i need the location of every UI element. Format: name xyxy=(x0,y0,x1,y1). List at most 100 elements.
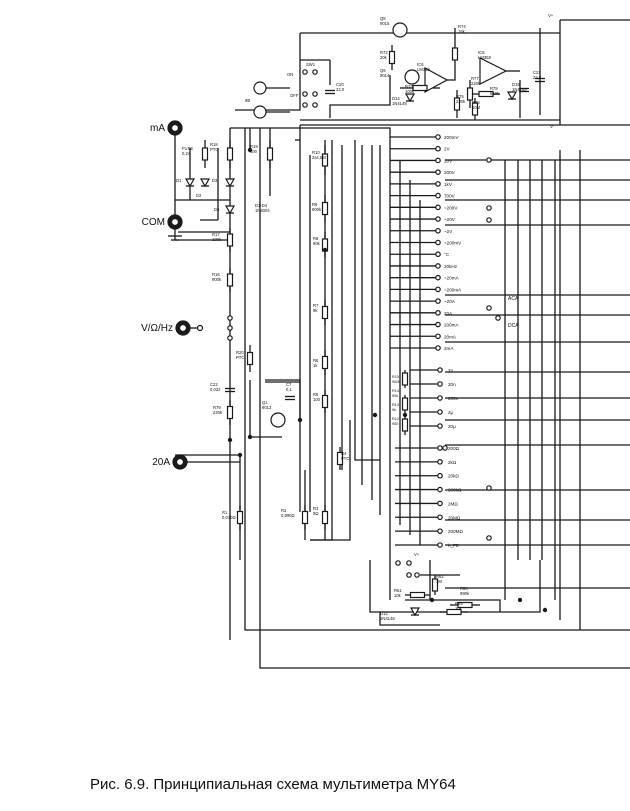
component-labels: mACOMV/Ω/Hz20A200mV2V20V200V1kV700V~200V… xyxy=(141,13,554,621)
resistor xyxy=(226,147,234,161)
left-component-label: D3 xyxy=(212,178,218,183)
left-component-label: C22 xyxy=(210,382,218,387)
terminal-jack-icon xyxy=(170,123,180,133)
cap-resistor-label: R14 xyxy=(392,389,399,393)
junction-dot xyxy=(227,437,233,443)
top-component-label: C21 xyxy=(533,70,541,75)
bottom-component-label: 10k xyxy=(394,593,402,598)
switch-contact xyxy=(435,216,441,222)
left-component-label: R19 xyxy=(250,144,258,149)
left-component-label: R3 xyxy=(313,506,319,511)
resistor xyxy=(466,87,474,101)
left-component-label: 9Ω xyxy=(313,511,318,516)
switch-contact xyxy=(435,157,441,164)
switch-contact xyxy=(437,445,443,451)
left-component-label: 0,1 xyxy=(286,387,292,392)
resistor xyxy=(446,608,462,616)
range-label-col1: 20mA xyxy=(444,334,457,339)
switch-contact xyxy=(437,500,443,507)
transistor-icon xyxy=(392,22,408,38)
junction-dot xyxy=(322,247,328,253)
cap-range-label: 200n xyxy=(448,396,459,401)
left-component-label: C7 xyxy=(286,382,292,387)
left-component-label: R1 xyxy=(222,510,228,515)
switch-contact xyxy=(312,91,318,97)
left-component-label: R9 xyxy=(312,202,318,207)
terminal-label: V/Ω/Hz xyxy=(141,323,173,334)
cap-range-label: 20n xyxy=(448,382,456,387)
resistor xyxy=(471,102,479,116)
top-component-label: SW1 xyxy=(306,62,316,67)
switch-contact xyxy=(435,239,441,246)
range-label-col1: 700V xyxy=(444,194,456,199)
left-component-label: 9013 xyxy=(262,405,272,410)
switch-contact xyxy=(437,514,443,521)
terminal-label: 20A xyxy=(152,457,170,468)
left-component-label: R5 xyxy=(313,392,319,397)
components xyxy=(167,22,548,617)
resistor xyxy=(321,355,329,370)
left-component-label: R20 xyxy=(236,350,244,355)
top-component-label: C20 xyxy=(336,82,344,87)
opamp-icon xyxy=(424,66,449,94)
range-label-col1: ~2V xyxy=(444,229,453,234)
switch-contact xyxy=(196,324,204,332)
left-component-label: 900k xyxy=(212,277,222,282)
junction-dot xyxy=(247,434,253,440)
switch-contact xyxy=(227,335,233,341)
range-label-col1: 2V xyxy=(444,147,451,152)
left-component-label: 0,990Ω xyxy=(281,513,295,518)
junction-dot xyxy=(247,147,253,153)
left-component-label: R17 xyxy=(212,232,220,237)
top-component-label: Q8 xyxy=(380,16,386,21)
resistor xyxy=(321,305,329,320)
top-component-label: R73 xyxy=(405,84,413,89)
diode-icon xyxy=(404,93,416,103)
range-label-col2: h_FE xyxy=(448,543,459,548)
resistor xyxy=(226,405,234,420)
resistor xyxy=(226,273,234,287)
top-component-label: R74 xyxy=(458,24,466,29)
range-label-col1: 200mV xyxy=(444,135,459,140)
switch-contact xyxy=(435,204,441,211)
bottom-component-label: R51 xyxy=(394,588,402,593)
bottom-component-label: R64 xyxy=(460,586,468,591)
switch-contact xyxy=(406,560,412,566)
switch-contact xyxy=(435,321,441,328)
top-component-label: R77 xyxy=(471,76,479,81)
junction-dot xyxy=(517,597,523,603)
left-component-label: 100 xyxy=(313,397,321,402)
switch-contact xyxy=(435,298,441,304)
switch-contact xyxy=(486,205,492,211)
switch-contact xyxy=(435,227,441,234)
resistor xyxy=(321,510,329,525)
resistor xyxy=(226,233,234,247)
switch-contact xyxy=(227,315,233,321)
switch-contact xyxy=(437,423,443,429)
resistor xyxy=(336,451,344,466)
left-component-label: 1N4004 xyxy=(255,208,270,213)
diode-icon xyxy=(199,178,211,188)
range-label-col2: 2kΩ xyxy=(448,460,457,465)
range-label-col1: ~200mA xyxy=(444,287,462,292)
terminal-label: COM xyxy=(142,217,165,228)
left-component-label: R4 xyxy=(341,451,347,456)
mode-label: DCA xyxy=(508,323,519,329)
resistor xyxy=(321,153,329,167)
top-component-label: 9B xyxy=(245,98,250,103)
top-component-label: 220k xyxy=(471,81,481,86)
resistor xyxy=(412,84,428,92)
range-label-col2: 200kΩ xyxy=(448,488,462,493)
resistor xyxy=(246,351,254,366)
left-component-label: 0,010Ω xyxy=(222,515,236,520)
resistor xyxy=(388,50,396,65)
switch-contact xyxy=(486,485,492,491)
range-label-col2: 200MΩ xyxy=(448,529,463,534)
range-label-col1: ~20A xyxy=(444,299,456,304)
left-component-label: 220k xyxy=(213,410,223,415)
left-component-label: 2s4,5M xyxy=(312,155,326,160)
switch-contact xyxy=(435,333,441,340)
resistor xyxy=(451,47,459,61)
switch-contact xyxy=(437,542,443,548)
left-component-label: R7 xyxy=(313,303,319,308)
